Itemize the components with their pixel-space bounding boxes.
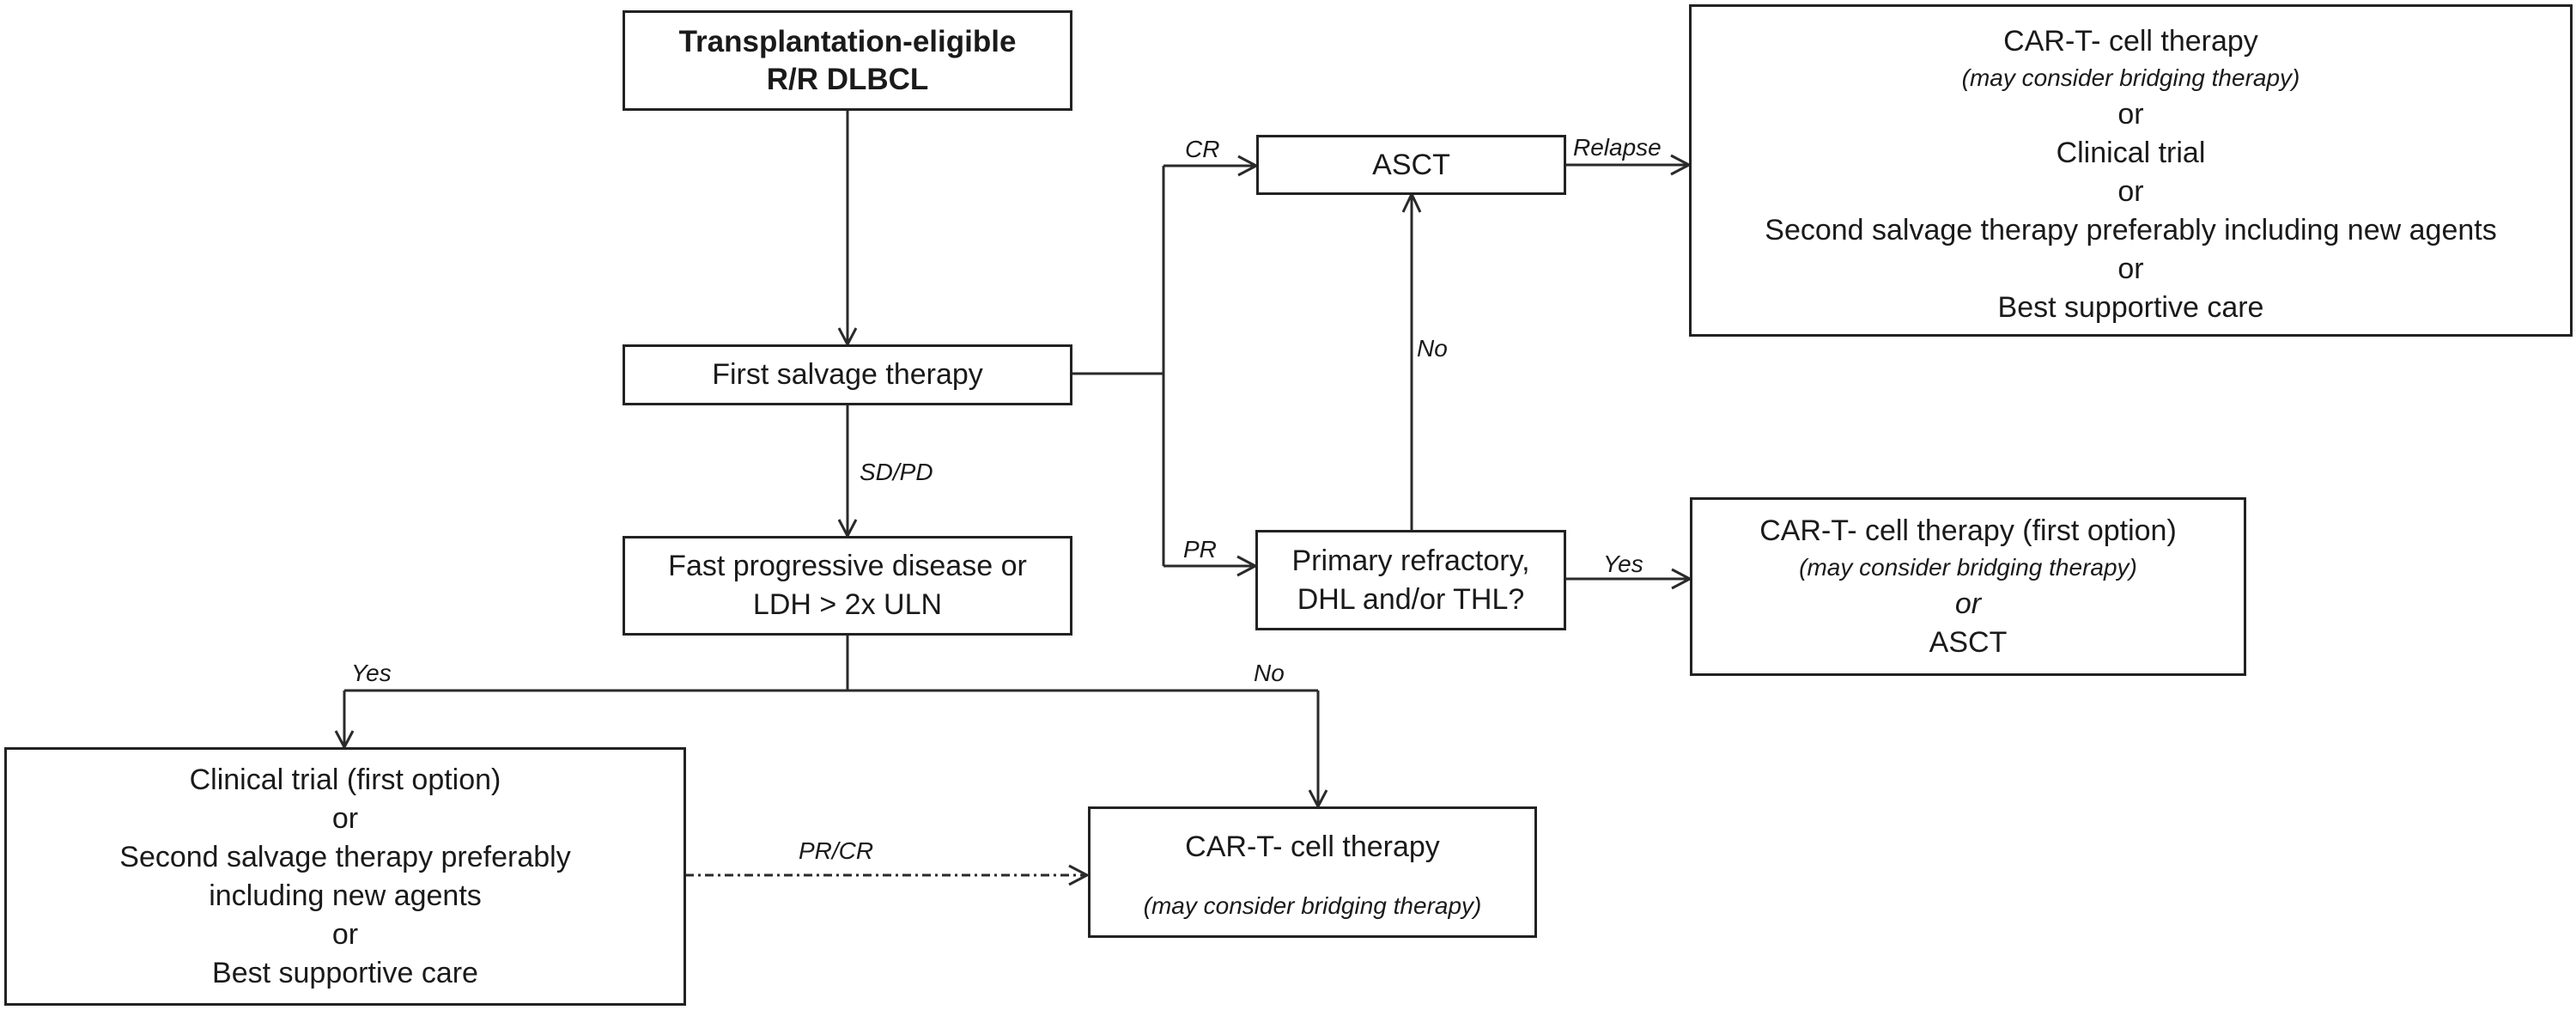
edge-label-relapse: Relapse xyxy=(1573,134,1662,161)
node-high-risk-line-1: Primary refractory, xyxy=(1291,544,1530,577)
edge-label-pr-cr: PR/CR xyxy=(799,837,874,864)
relapse-or-2: or xyxy=(2117,175,2144,208)
node-relapse-options: CAR-T- cell therapy (may consider bridgi… xyxy=(1689,4,2573,337)
edge-label-pr: PR xyxy=(1183,536,1217,563)
node-fast-progressive-line-2: LDH > 2x ULN xyxy=(752,588,943,621)
car-t-bottom-title: CAR-T- cell therapy xyxy=(1185,831,1440,863)
edge-label-cr: CR xyxy=(1185,136,1220,162)
node-high-risk-question: Primary refractory, DHL and/or THL? xyxy=(1255,530,1566,630)
node-high-risk-options: CAR-T- cell therapy (first option) (may … xyxy=(1690,497,2246,676)
node-start-line-2: R/R DLBCL xyxy=(766,62,929,96)
yes-option-best-supportive-care: Best supportive care xyxy=(212,956,478,989)
edge-label-yes-branch: Yes xyxy=(351,660,392,686)
node-start: Transplantation-eligible R/R DLBCL xyxy=(623,10,1072,111)
node-fast-progressive: Fast progressive disease or LDH > 2x ULN xyxy=(623,536,1072,636)
yes-option-second-salvage-line-2: including new agents xyxy=(209,879,482,912)
edge-label-sd-pd: SD/PD xyxy=(860,459,933,485)
car-t-bottom-bridging-note: (may consider bridging therapy) xyxy=(1143,892,1482,919)
relapse-option-bridging-note: (may consider bridging therapy) xyxy=(1961,64,2300,91)
node-fast-progressive-line-1: Fast progressive disease or xyxy=(668,550,1027,582)
relapse-or-3: or xyxy=(2117,252,2144,285)
node-start-line-1: Transplantation-eligible xyxy=(678,24,1017,58)
high-risk-option-asct: ASCT xyxy=(1929,625,2008,659)
high-risk-or: or xyxy=(1954,587,1982,620)
relapse-option-best-supportive-care: Best supportive care xyxy=(1997,291,2264,324)
high-risk-option-car-t: CAR-T- cell therapy (first option) xyxy=(1759,514,2177,547)
relapse-option-second-salvage: Second salvage therapy preferably includ… xyxy=(1765,214,2497,246)
node-asct-text: ASCT xyxy=(1372,148,1450,181)
node-first-salvage: First salvage therapy xyxy=(623,344,1072,405)
edge-label-no-branch: No xyxy=(1254,660,1285,686)
yes-or-2: or xyxy=(331,917,359,951)
node-yes-options: Clinical trial (first option) or Second … xyxy=(4,747,686,1006)
yes-option-second-salvage-line-1: Second salvage therapy preferably xyxy=(119,840,571,873)
relapse-option-car-t: CAR-T- cell therapy xyxy=(2003,25,2258,58)
edge-label-yes-to-car-t: Yes xyxy=(1603,551,1643,577)
node-first-salvage-text: First salvage therapy xyxy=(712,358,983,391)
node-asct: ASCT xyxy=(1256,135,1566,195)
node-high-risk-line-2: DHL and/or THL? xyxy=(1297,582,1525,616)
relapse-or-1: or xyxy=(2117,98,2144,131)
arrowhead-right-icon xyxy=(1068,864,1091,886)
high-risk-bridging-note: (may consider bridging therapy) xyxy=(1799,553,2137,581)
yes-or-1: or xyxy=(331,801,359,835)
yes-option-clinical-trial: Clinical trial (first option) xyxy=(189,763,501,796)
relapse-option-clinical-trial: Clinical trial xyxy=(2056,137,2206,169)
edge-label-no-to-asct: No xyxy=(1417,335,1448,362)
node-car-t-bottom: CAR-T- cell therapy (may consider bridgi… xyxy=(1088,806,1537,938)
